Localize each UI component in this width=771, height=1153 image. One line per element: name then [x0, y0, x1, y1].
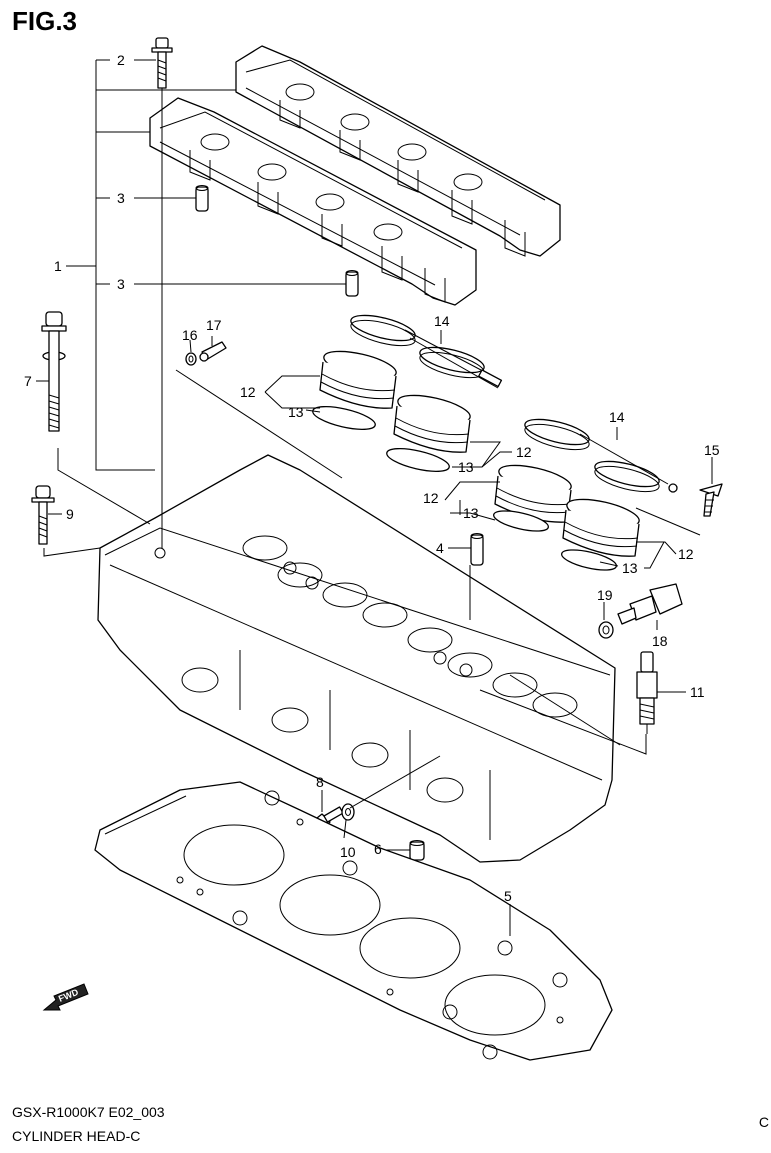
callout-16: 16 [182, 327, 198, 343]
o-ring-part-13-b [386, 448, 450, 472]
leader-lines [36, 59, 713, 936]
spark-plug-part-11 [636, 651, 658, 734]
figure-title: FIG.3 [12, 6, 78, 36]
callout-18: 18 [652, 633, 668, 649]
callout-12-b: 12 [516, 444, 532, 460]
callout-10: 10 [340, 844, 356, 860]
callout-13-c: 13 [463, 505, 479, 521]
callout-11: 11 [690, 684, 705, 700]
camshaft-holder-front [149, 97, 477, 306]
callout-14-left: 14 [434, 313, 450, 329]
callout-13-d: 13 [622, 560, 638, 576]
clamp-part-14-right [524, 418, 678, 493]
callout-12-d: 12 [678, 546, 694, 562]
callout-labels: 2 3 3 1 7 9 16 17 14 12 13 12 13 14 15 1… [24, 52, 720, 904]
intake-pipe-part-12-a [319, 350, 397, 409]
dowel-pin-part-3-upper [195, 185, 209, 212]
callout-3-upper: 3 [117, 190, 125, 206]
intake-pipe-part-12-c [494, 464, 572, 523]
intake-pipe-part-12-d [562, 498, 640, 557]
callout-4: 4 [436, 540, 444, 556]
dowel-pin-part-3-lower [345, 270, 359, 297]
sleeve-part-4 [470, 533, 484, 566]
intake-pipe-part-12-b [393, 394, 471, 453]
callout-15: 15 [704, 442, 720, 458]
model-code: GSX-R1000K7 E02_003 [12, 1104, 165, 1120]
bolt-part-7 [41, 311, 67, 432]
cylinder-head [97, 454, 616, 863]
head-gasket-part-5 [94, 781, 613, 1061]
callout-17: 17 [206, 317, 222, 333]
washer-part-10 [341, 803, 355, 821]
callout-14-right: 14 [609, 409, 625, 425]
callout-13-a: 13 [288, 404, 304, 420]
gasket-washer-part-19 [598, 621, 614, 639]
bolt-part-2 [151, 37, 173, 89]
forward-direction-arrow: FWD [42, 983, 89, 1011]
callout-12-a: 12 [240, 384, 256, 400]
callout-12-c: 12 [423, 490, 439, 506]
callout-19: 19 [597, 587, 613, 603]
callout-9: 9 [66, 506, 74, 522]
callout-1: 1 [54, 258, 62, 274]
clamp-part-14-left [350, 314, 503, 389]
camshaft-holder-rear [235, 45, 561, 257]
callout-13-b: 13 [458, 459, 474, 475]
callout-6: 6 [374, 841, 382, 857]
temperature-sensor-part-18 [617, 583, 683, 625]
screw-part-15 [699, 483, 723, 517]
callout-3-lower: 3 [117, 276, 125, 292]
o-ring-part-13-d [561, 549, 617, 571]
callout-8: 8 [316, 774, 324, 790]
o-ring-part-13-c [493, 510, 549, 532]
callout-7: 7 [24, 373, 32, 389]
bolt-part-9 [31, 485, 55, 545]
section-name: CYLINDER HEAD-C [12, 1128, 141, 1144]
washer-part-16 [185, 352, 197, 366]
callout-5: 5 [504, 888, 512, 904]
dowel-pin-part-6 [409, 840, 425, 861]
corner-mark: C [758, 1114, 769, 1130]
sensor-part-17 [199, 341, 227, 362]
callout-2: 2 [117, 52, 125, 68]
